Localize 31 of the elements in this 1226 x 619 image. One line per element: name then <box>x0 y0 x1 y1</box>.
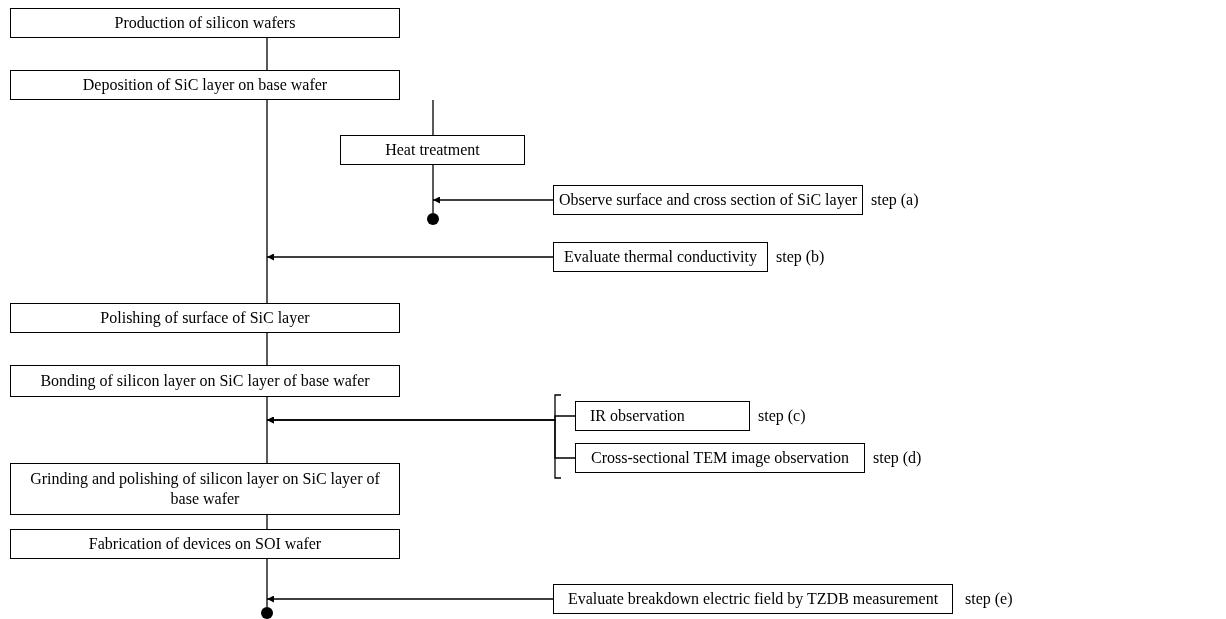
step-label: step (e) <box>965 589 1013 610</box>
connector-line <box>266 558 268 608</box>
step-label: step (b) <box>776 247 825 268</box>
end-dot <box>427 213 439 225</box>
connector-line <box>266 514 268 530</box>
step-label: step (c) <box>758 406 806 427</box>
end-dot <box>261 607 273 619</box>
arrow <box>266 253 554 261</box>
connector-line <box>432 99 434 136</box>
arrow <box>266 416 576 459</box>
process-box: Polishing of surface of SiC layer <box>10 303 400 333</box>
connector-line <box>266 396 268 464</box>
process-box: Bonding of silicon layer on SiC layer of base wafer <box>10 365 400 397</box>
process-box: IR observation <box>575 401 750 431</box>
arrow <box>432 196 554 204</box>
step-label: step (d) <box>873 448 922 469</box>
arrow <box>266 595 554 603</box>
process-box: Production of silicon wafers <box>10 8 400 38</box>
step-label: step (a) <box>871 190 919 211</box>
process-box: Observe surface and cross section of SiC layer <box>553 185 863 215</box>
connector-line <box>432 164 434 214</box>
process-box: Evaluate breakdown electric field by TZDB measurement <box>553 584 953 614</box>
connector-line <box>266 37 268 71</box>
process-box: Grinding and polishing of silicon layer on SiC layer of base wafer <box>10 463 400 515</box>
connector-line <box>266 99 268 304</box>
process-box: Evaluate thermal conductivity <box>553 242 768 272</box>
connector-line <box>266 332 268 366</box>
process-box: Deposition of SiC layer on base wafer <box>10 70 400 100</box>
process-box: Heat treatment <box>340 135 525 165</box>
process-box: Cross-sectional TEM image observation <box>575 443 865 473</box>
process-box: Fabrication of devices on SOI wafer <box>10 529 400 559</box>
